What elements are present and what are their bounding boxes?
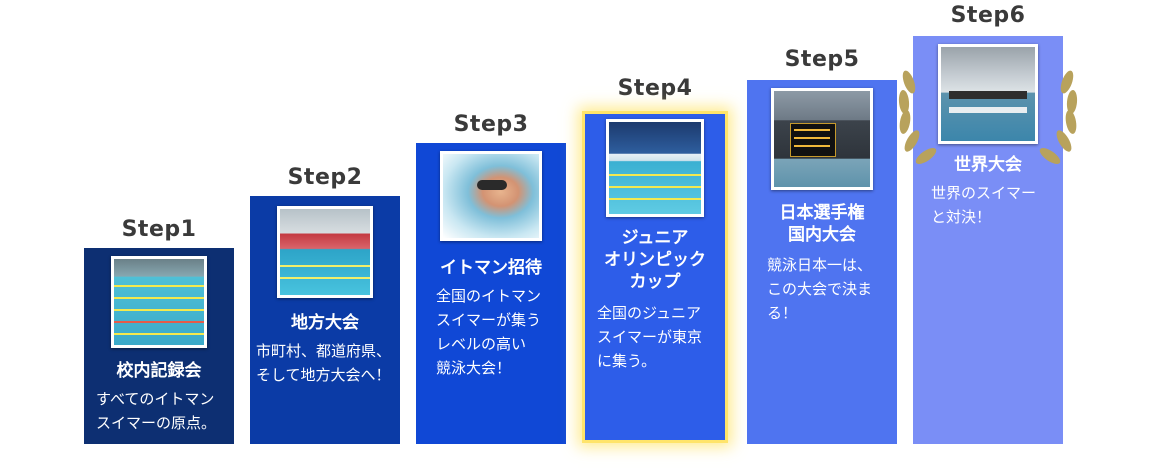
step-5-description: 競泳日本一は、 この大会で決ま る！	[767, 254, 872, 326]
step-4-title: ジュニア オリンピック カップ	[585, 227, 725, 293]
step-column-4: ジュニア オリンピック カップ 全国のジュニア スイマーが東京 に集う。	[582, 111, 728, 443]
step-1-photo	[111, 256, 207, 348]
step-6-description: 世界のスイマー と対決！	[931, 182, 1036, 230]
step-column-6: 世界大会 世界のスイマー と対決！	[913, 36, 1063, 444]
step-column-2: 地方大会 市町村、都道府県、 そして地方大会へ！	[250, 196, 400, 444]
step-2-photo	[277, 206, 373, 298]
step-1-title: 校内記録会	[84, 360, 234, 382]
step-1-description: すべてのイトマン スイマーの原点。	[96, 388, 216, 436]
step-column-3: イトマン招待 全国のイトマン スイマーが集う レベルの高い 競泳大会！	[416, 143, 566, 444]
step-label-5: Step5	[747, 47, 897, 72]
step-5-title: 日本選手権 国内大会	[747, 202, 897, 246]
step-3-title: イトマン招待	[416, 257, 566, 279]
step-column-1: 校内記録会 すべてのイトマン スイマーの原点。	[84, 248, 234, 444]
step-label-6: Step6	[913, 3, 1063, 28]
step-label-3: Step3	[416, 112, 566, 137]
step-3-photo	[440, 151, 542, 241]
step-label-2: Step2	[250, 165, 400, 190]
step-column-5: 日本選手権 国内大会 競泳日本一は、 この大会で決ま る！	[747, 80, 897, 444]
step-5-photo	[771, 88, 873, 190]
step-6-title: 世界大会	[913, 154, 1063, 176]
step-label-4: Step4	[580, 76, 730, 101]
step-4-photo	[606, 119, 704, 217]
step-4-description: 全国のジュニア スイマーが東京 に集う。	[597, 302, 702, 374]
step-2-description: 市町村、都道府県、 そして地方大会へ！	[256, 340, 391, 388]
step-2-title: 地方大会	[250, 312, 400, 334]
step-3-description: 全国のイトマン スイマーが集う レベルの高い 競泳大会！	[436, 285, 541, 381]
step-6-photo	[938, 44, 1038, 144]
step-label-1: Step1	[84, 217, 234, 242]
